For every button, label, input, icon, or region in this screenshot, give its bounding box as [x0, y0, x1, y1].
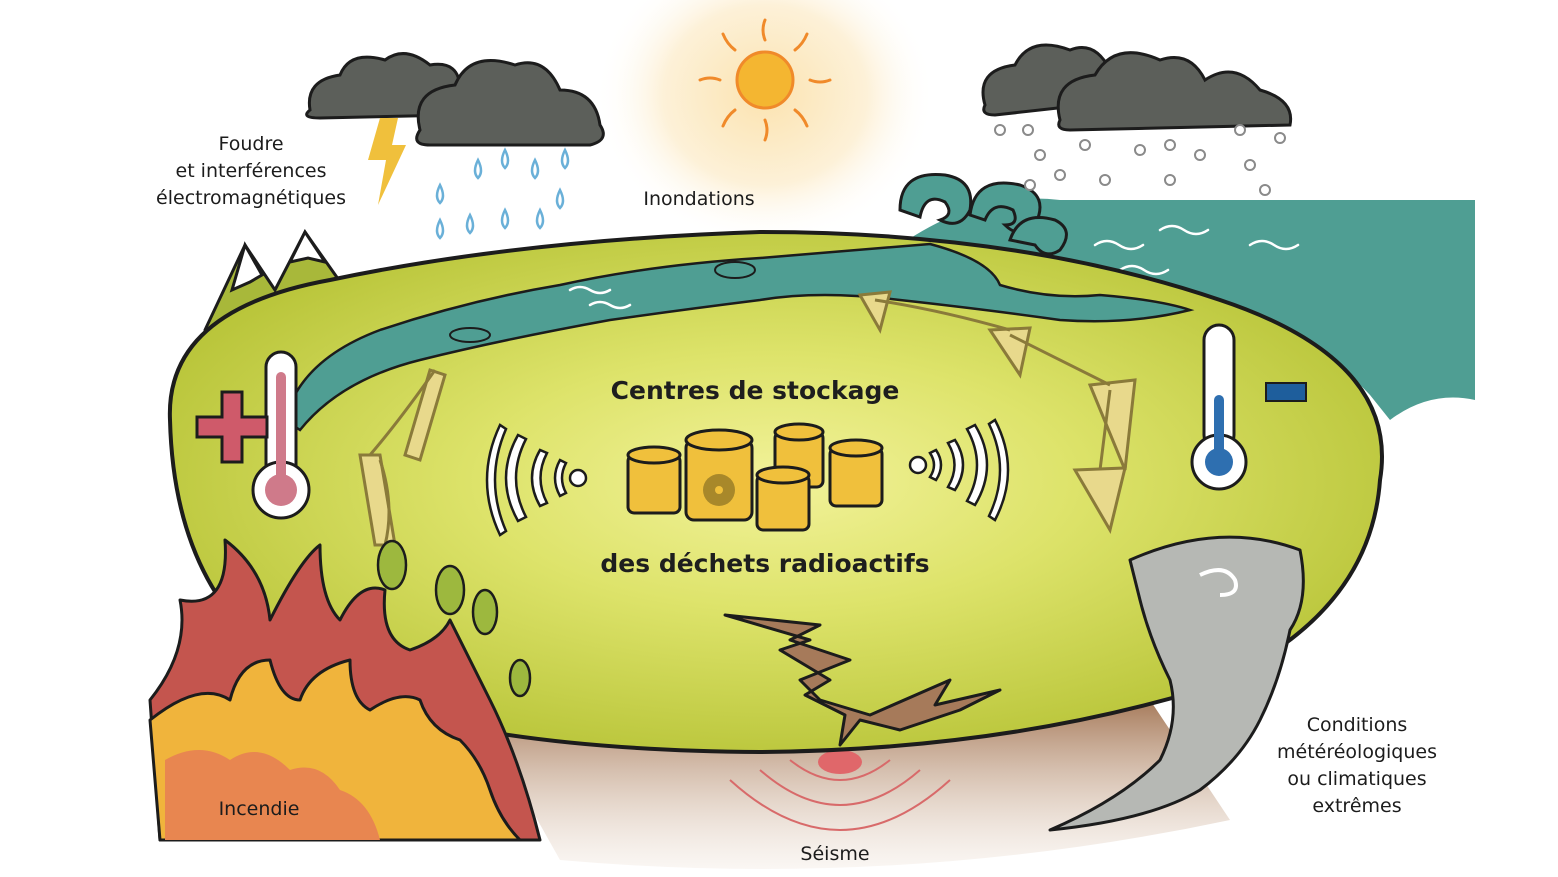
seismic-waves — [729, 759, 951, 831]
lightning-icon — [368, 118, 406, 205]
power-line-icon — [358, 290, 1137, 547]
label-fire: Incendie — [218, 798, 300, 820]
label-extreme-weather: Conditions météréologiques ou climatique… — [1262, 712, 1452, 820]
label-lightning-line-3: électromagnétiques — [156, 187, 346, 209]
minus-icon — [1265, 382, 1307, 402]
label-earthquake: Séisme — [800, 843, 870, 865]
label-lightning-line-2: et interférences — [175, 160, 327, 182]
tree-icon — [376, 539, 532, 698]
tornado-icon — [1048, 535, 1305, 832]
crack-icon — [723, 613, 1002, 747]
river — [283, 242, 1195, 432]
label-lightning: Foudre et interférences électromagnétiqu… — [145, 131, 357, 212]
thermometer-hot-icon — [251, 350, 311, 520]
label-extreme-line-1: Conditions — [1306, 714, 1408, 736]
fire-icon — [148, 538, 542, 842]
storm-cloud-icon — [305, 52, 605, 147]
radiation-wave-icon — [485, 418, 1010, 537]
rain-icon — [435, 147, 570, 240]
sun-icon — [698, 18, 832, 142]
radioactive-barrel-icon — [626, 422, 884, 532]
wave-icon — [898, 172, 1068, 256]
thermometer-cold-icon — [1190, 323, 1248, 491]
label-extreme-line-4: extrêmes — [1312, 795, 1402, 817]
label-extreme-line-2: météréologiques — [1277, 741, 1437, 763]
title-line-1: Centres de stockage — [610, 376, 900, 405]
hail-cloud-icon — [981, 43, 1293, 132]
title-line-2: des déchets radioactifs — [600, 549, 930, 578]
plus-icon — [195, 390, 269, 464]
label-lightning-line-1: Foudre — [218, 133, 284, 155]
label-extreme-line-3: ou climatiques — [1287, 768, 1427, 790]
label-floods: Inondations — [643, 188, 755, 210]
